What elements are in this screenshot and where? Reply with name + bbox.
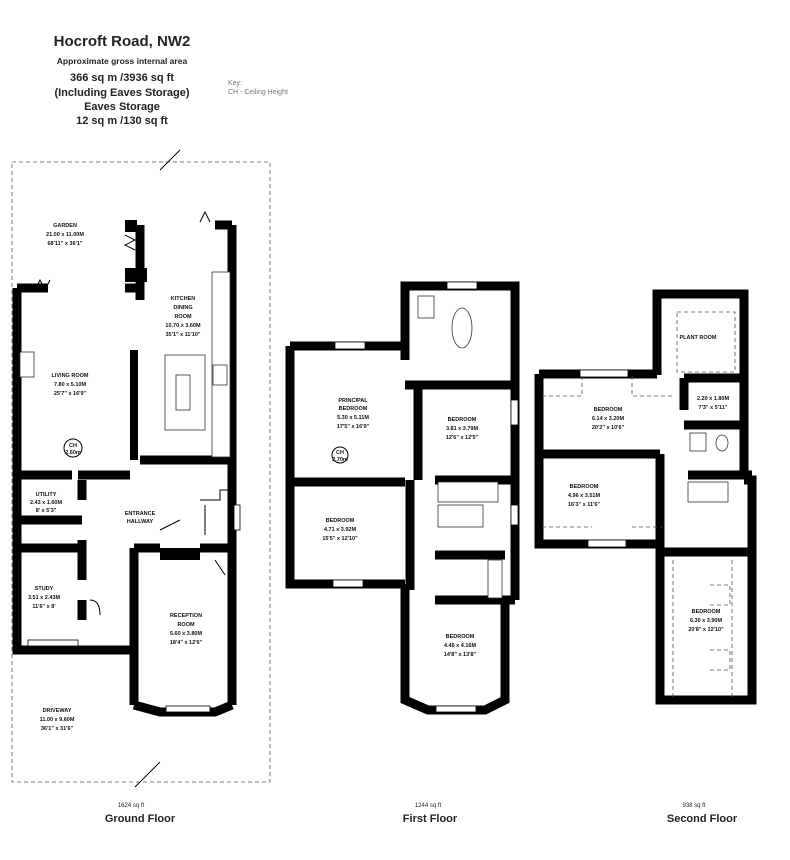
eaves-label: Eaves Storage bbox=[84, 101, 160, 113]
bedroom-label: BEDROOM bbox=[446, 634, 475, 640]
eaves-area: 12 sq m /130 sq ft bbox=[76, 115, 168, 127]
ch-label: CH bbox=[69, 443, 77, 449]
reception-imperial: 18'4" x 12'6" bbox=[170, 640, 203, 646]
kitchen-label-2: DINING bbox=[173, 305, 192, 311]
ground-floor-area: 1624 sq ft bbox=[118, 803, 145, 809]
living-metric: 7.80 x 5.10M bbox=[54, 382, 87, 388]
living-label: LIVING ROOM bbox=[52, 373, 89, 379]
second-floor-title: Second Floor bbox=[667, 813, 738, 825]
total-area: 366 sq m /3936 sq ft bbox=[70, 72, 174, 84]
bedroom-imperial: 15'5" x 12'10" bbox=[322, 536, 358, 542]
second-floor-plan: PLANT ROOM BEDROOM 6.14 x 3.20M 20'2" x … bbox=[534, 289, 757, 705]
key-title: Key: bbox=[228, 80, 242, 87]
bedroom-label: BEDROOM bbox=[326, 518, 355, 524]
reception-label-2: ROOM bbox=[177, 622, 195, 628]
driveway-label: DRIVEWAY bbox=[43, 708, 72, 714]
study-imperial: 11'6" x 8' bbox=[32, 604, 56, 610]
bedroom-metric: 4.96 x 3.51M bbox=[568, 493, 601, 499]
property-title: Hocroft Road, NW2 bbox=[54, 33, 191, 50]
first-floor-plan: PRINCIPAL BEDROOM 5.30 x 5.11M 17'5" x 1… bbox=[285, 281, 520, 715]
ch-label: CH bbox=[336, 450, 344, 456]
garden-metric: 21.00 x 11.00M bbox=[46, 232, 84, 238]
storage-metric: 2.20 x 1.80M bbox=[697, 396, 730, 402]
ceiling-height-marker bbox=[63, 438, 83, 458]
reception-metric: 5.60 x 3.80M bbox=[170, 631, 203, 637]
bedroom-metric: 4.46 x 4.16M bbox=[444, 643, 477, 649]
second-floor-area: 938 sq ft bbox=[682, 803, 705, 809]
kitchen-label: KITCHEN bbox=[171, 296, 195, 302]
ceiling-height-marker bbox=[331, 446, 349, 464]
first-floor-title: First Floor bbox=[403, 813, 458, 825]
ch-value: 2.70m bbox=[332, 457, 348, 463]
driveway-imperial: 36'1" x 31'6" bbox=[41, 726, 74, 732]
kitchen-metric: 10.70 x 3.60M bbox=[165, 323, 201, 329]
floor-captions: 1624 sq ft Ground Floor 1244 sq ft First… bbox=[105, 803, 738, 825]
bedroom-imperial: 16'3" x 11'6" bbox=[568, 502, 600, 508]
principal-imperial: 17'5" x 16'9" bbox=[337, 424, 370, 430]
bedroom-label: BEDROOM bbox=[570, 484, 599, 490]
living-imperial: 25'7" x 16'9" bbox=[54, 391, 87, 397]
first-floor-area: 1244 sq ft bbox=[415, 803, 442, 809]
study-metric: 3.51 x 2.43M bbox=[28, 595, 61, 601]
plant-room-label: PLANT ROOM bbox=[680, 335, 717, 341]
bedroom-imperial: 14'8" x 13'8" bbox=[444, 652, 477, 658]
header: Hocroft Road, NW2 Approximate gross inte… bbox=[54, 33, 288, 127]
bedroom-imperial: 20'2" x 10'6" bbox=[592, 425, 625, 431]
including-note: (Including Eaves Storage) bbox=[54, 87, 189, 99]
utility-metric: 2.43 x 1.60M bbox=[30, 500, 63, 506]
bedroom-metric: 6.14 x 3.20M bbox=[592, 416, 625, 422]
utility-imperial: 8' x 5'3" bbox=[36, 508, 57, 514]
bedroom-label: BEDROOM bbox=[448, 417, 477, 423]
key-ceiling-height: CH - Ceiling Height bbox=[228, 89, 288, 96]
bedroom-imperial: 20'8" x 12'10" bbox=[688, 627, 724, 633]
hallway-label-2: HALLWAY bbox=[127, 519, 154, 525]
bedroom-metric: 4.71 x 3.92M bbox=[324, 527, 357, 533]
utility-label: UTILITY bbox=[36, 492, 57, 498]
storage-imperial: 7'3" x 5'11" bbox=[699, 405, 728, 411]
reception-label: RECEPTION bbox=[170, 613, 202, 619]
ground-floor-title: Ground Floor bbox=[105, 813, 176, 825]
principal-label-2: BEDROOM bbox=[339, 406, 368, 412]
study-label: STUDY bbox=[35, 586, 54, 592]
bedroom-label: BEDROOM bbox=[594, 407, 623, 413]
hallway-label: ENTRANCE bbox=[125, 511, 156, 517]
principal-label: PRINCIPAL bbox=[338, 398, 368, 404]
garden-label: GARDEN bbox=[53, 223, 77, 229]
garden-imperial: 68'11" x 36'1" bbox=[47, 241, 82, 247]
bedroom-imperial: 12'6" x 12'5" bbox=[446, 435, 479, 441]
principal-metric: 5.30 x 5.11M bbox=[337, 415, 369, 421]
plot-boundary bbox=[11, 161, 271, 783]
bedroom-label: BEDROOM bbox=[692, 609, 721, 615]
ground-floor-plan: GARDEN 21.00 x 11.00M 68'11" x 36'1" KIT… bbox=[11, 149, 271, 788]
kitchen-imperial: 35'1" x 11'10" bbox=[165, 332, 200, 338]
bedroom-metric: 3.81 x 3.79M bbox=[446, 426, 479, 432]
driveway-metric: 11.00 x 9.60M bbox=[40, 717, 75, 723]
ch-value: 2.60m bbox=[65, 450, 81, 456]
bedroom-metric: 6.30 x 3.90M bbox=[690, 618, 723, 624]
area-subtitle: Approximate gross internal area bbox=[57, 56, 188, 66]
kitchen-label-3: ROOM bbox=[174, 314, 192, 320]
